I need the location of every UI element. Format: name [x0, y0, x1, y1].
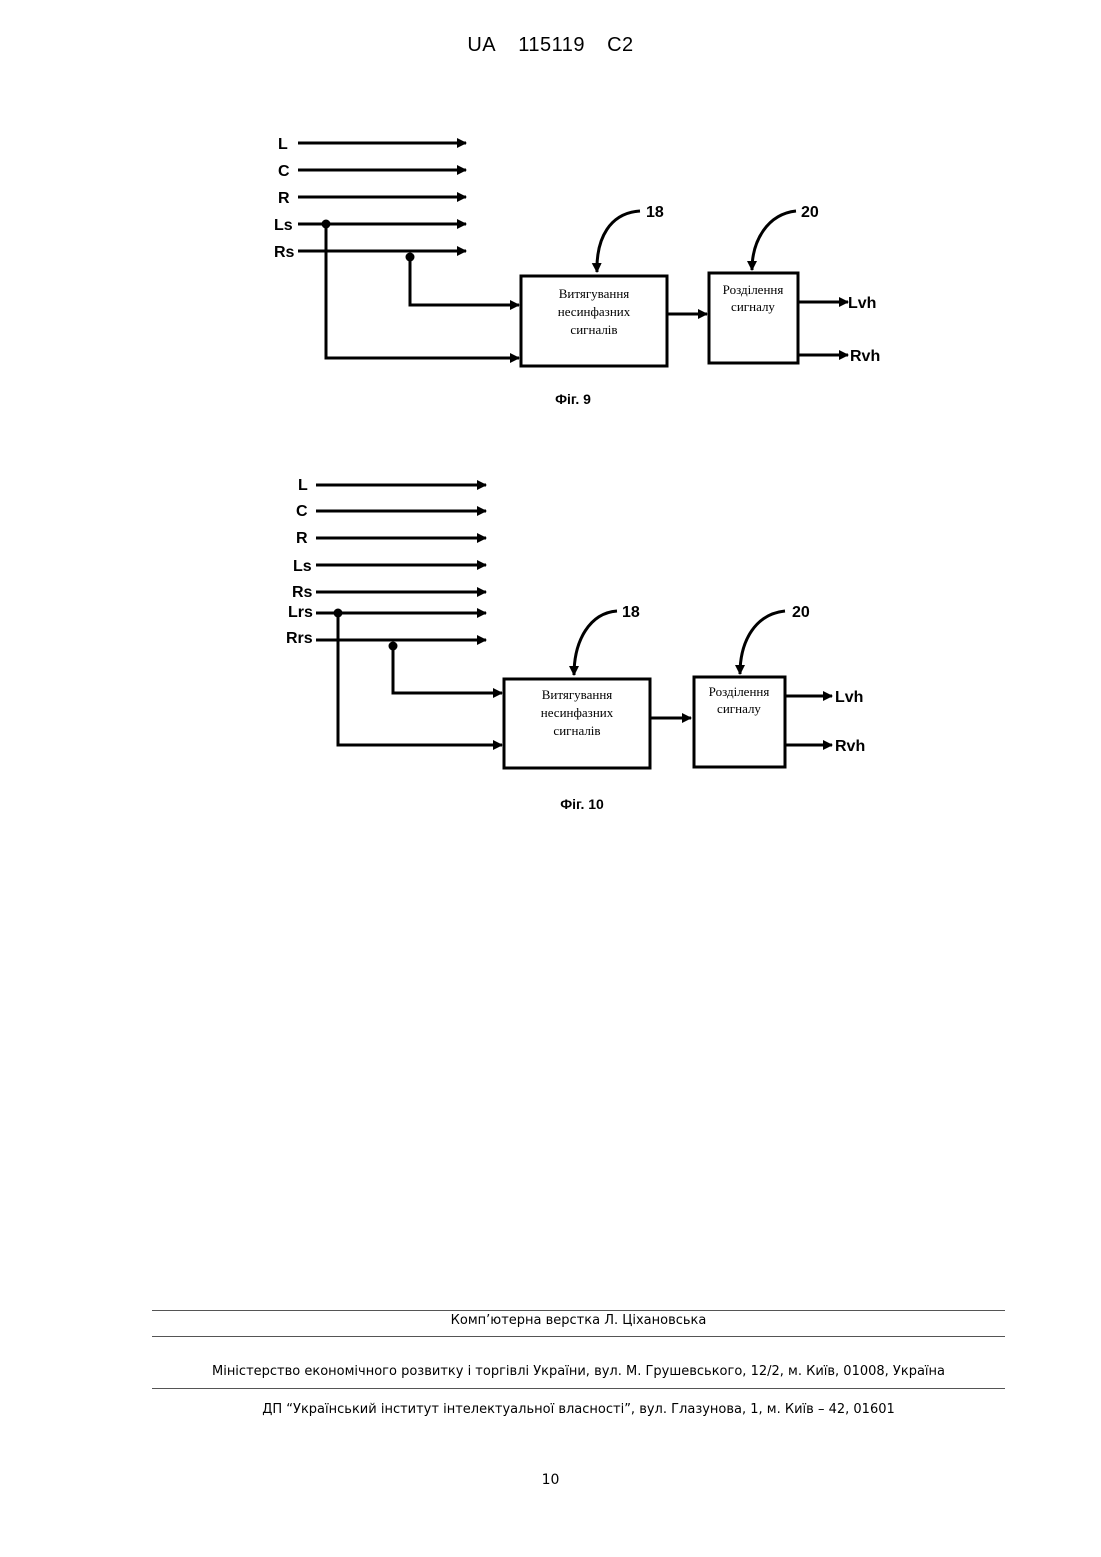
fig10-input-label: C: [296, 503, 308, 520]
fig9-input-label: L: [278, 136, 288, 153]
fig10-input-label: Rs: [292, 584, 313, 601]
fig9-output-label: Rvh: [850, 348, 880, 365]
fig9-extract-text: несинфазних: [558, 304, 631, 319]
fig10-extract-text: Витягування: [542, 687, 613, 702]
fig10-ref-numeral: 18: [622, 604, 640, 621]
fig10-input-label: Ls: [293, 558, 312, 575]
figure-10-diagram: L C R Ls Rs Lrs Rrs Витягування несинфаз…: [0, 440, 1101, 840]
fig10-input-label: R: [296, 530, 308, 547]
fig10-rrs-tap: [393, 646, 502, 693]
fig9-ref-numeral: 20: [801, 204, 819, 221]
fig9-ref-leader: [752, 211, 796, 270]
fig10-extract-text: несинфазних: [541, 705, 614, 720]
fig10-input-label: Lrs: [288, 604, 313, 621]
page-number: 10: [0, 1472, 1101, 1488]
fig9-ref-numeral: 18: [646, 204, 664, 221]
fig10-input-label: Rrs: [286, 630, 313, 647]
fig9-ls-tap: [326, 224, 519, 358]
fig10-ref-leader: [740, 611, 785, 674]
fig9-input-label: Ls: [274, 217, 293, 234]
figure-9-diagram: L C R Ls Rs Витягування несинфазних сигн…: [0, 0, 1101, 420]
fig9-input-label: C: [278, 163, 290, 180]
fig9-extract-text: Витягування: [559, 286, 630, 301]
fig10-input-label: L: [298, 477, 308, 494]
fig10-output-label: Lvh: [835, 689, 863, 706]
fig10-caption: Фіг. 10: [560, 796, 604, 812]
fig9-output-label: Lvh: [848, 295, 876, 312]
fig10-split-text: Розділення: [709, 684, 770, 699]
fig10-ref-leader: [574, 611, 617, 675]
footer-rule: [152, 1336, 1005, 1337]
footer-institute: ДП “Український інститут інтелектуальної…: [152, 1402, 1005, 1417]
fig10-output-label: Rvh: [835, 738, 865, 755]
fig9-input-label: Rs: [274, 244, 295, 261]
fig9-input-label: R: [278, 190, 290, 207]
fig9-ref-leader: [597, 211, 640, 272]
fig10-junction-dot: [389, 642, 398, 651]
footer-ministry: Міністерство економічного розвитку і тор…: [152, 1364, 1005, 1379]
footer-rule: [152, 1310, 1005, 1311]
fig10-extract-text: сигналів: [553, 723, 600, 738]
footer-rule: [152, 1388, 1005, 1389]
fig9-split-text: сигналу: [731, 299, 775, 314]
fig10-lrs-tap: [338, 613, 502, 745]
fig9-junction-dot: [322, 220, 331, 229]
fig9-extract-text: сигналів: [570, 322, 617, 337]
fig10-ref-numeral: 20: [792, 604, 810, 621]
fig10-split-text: сигналу: [717, 701, 761, 716]
fig9-rs-tap: [410, 257, 519, 305]
fig9-caption: Фіг. 9: [555, 391, 591, 407]
footer-typesetting: Комп’ютерна верстка Л. Ціхановська: [152, 1313, 1005, 1328]
fig9-junction-dot: [406, 253, 415, 262]
fig10-junction-dot: [334, 609, 343, 618]
fig9-split-text: Розділення: [723, 282, 784, 297]
